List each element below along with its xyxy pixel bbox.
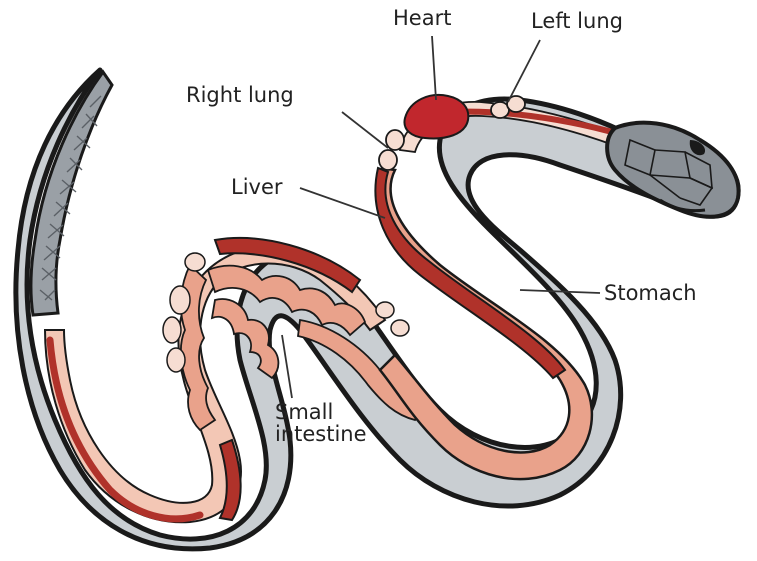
pointer-small-intestine: [282, 335, 292, 398]
label-liver: Liver: [231, 176, 283, 198]
label-right-lung: Right lung: [186, 84, 294, 106]
label-heart: Heart: [393, 7, 451, 29]
label-small-intestine: Small intestine: [275, 401, 367, 445]
label-small-intestine-line2: intestine: [275, 423, 367, 445]
pointer-left-lung: [508, 40, 540, 102]
label-small-intestine-line1: Small: [275, 401, 367, 423]
snake-head: [607, 123, 738, 217]
pointer-heart: [432, 36, 436, 100]
label-stomach: Stomach: [604, 282, 697, 304]
heart-organ: [404, 95, 468, 138]
pointer-liver: [300, 188, 385, 218]
pointer-right-lung: [342, 112, 388, 148]
label-left-lung: Left lung: [531, 10, 623, 32]
